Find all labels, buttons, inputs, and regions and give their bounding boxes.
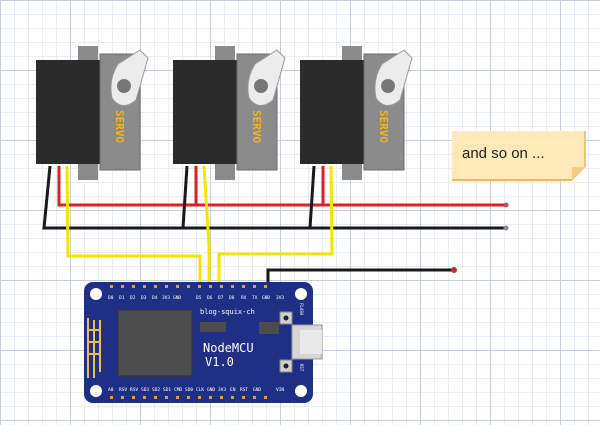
bottom-pin-label: VIN bbox=[276, 387, 284, 393]
ground-wire-end bbox=[451, 267, 457, 273]
top-pin-label: D3 bbox=[141, 295, 147, 301]
rst-button-label: RST bbox=[299, 364, 304, 372]
bottom-pin-label: A0 bbox=[108, 387, 114, 393]
sticky-note: and so on ... bbox=[452, 131, 586, 181]
note-text: and so on ... bbox=[462, 145, 545, 162]
rst-button[interactable]: RST bbox=[279, 359, 304, 373]
usb-port[interactable] bbox=[291, 324, 323, 360]
bottom-pin-label: GND bbox=[253, 387, 261, 393]
red-wire bbox=[57, 166, 506, 207]
nodemcu-board[interactable]: D0 D1 D2 D3 D4 3V3 GND D5 D6 D7 D8 RX TX… bbox=[84, 282, 323, 403]
bottom-pin-label: SD0 bbox=[185, 387, 193, 393]
bottom-pin-label: SD2 bbox=[152, 387, 160, 393]
black-wire bbox=[42, 165, 506, 285]
bottom-pin-header bbox=[110, 396, 267, 399]
bottom-pin-label: SD1 bbox=[163, 387, 171, 393]
black-wire-end bbox=[503, 225, 509, 231]
bottom-pin-label: SD3 bbox=[141, 387, 149, 393]
board-version-label: V1.0 bbox=[205, 355, 234, 369]
top-pin-label: D8 bbox=[229, 295, 235, 301]
red-wire-end bbox=[503, 202, 509, 208]
servo-2[interactable]: SERVO bbox=[173, 46, 286, 180]
bottom-pin-label: RST bbox=[240, 387, 248, 393]
top-pin-label: 3V3 bbox=[162, 295, 170, 301]
board-name-label: NodeMCU bbox=[203, 341, 254, 355]
antenna-trace bbox=[87, 318, 101, 378]
top-pin-label: D2 bbox=[130, 295, 136, 301]
bottom-pin-label: RSV bbox=[130, 387, 138, 393]
top-pin-header bbox=[110, 285, 267, 288]
bottom-pin-label: CLK bbox=[196, 387, 204, 393]
servo-1-label: SERVO bbox=[113, 110, 126, 143]
regulator-chip bbox=[259, 322, 279, 334]
esp-module bbox=[117, 309, 193, 377]
top-pin-label: GND bbox=[173, 295, 181, 301]
top-pin-label: GND bbox=[262, 295, 270, 301]
servo-1[interactable]: SERVO bbox=[36, 46, 149, 180]
top-pin-label: D4 bbox=[152, 295, 158, 301]
servo-3[interactable]: SERVO bbox=[300, 46, 413, 180]
top-pin-label: 3V3 bbox=[276, 295, 284, 301]
top-pin-label: D1 bbox=[119, 295, 125, 301]
bottom-pin-label: EN bbox=[230, 387, 236, 393]
flash-button[interactable]: FLASH bbox=[279, 303, 304, 325]
top-pin-label: D5 bbox=[196, 295, 202, 301]
top-pin-label: D7 bbox=[218, 295, 224, 301]
servo-3-label: SERVO bbox=[377, 110, 390, 143]
bottom-pin-label: 3V3 bbox=[218, 387, 226, 393]
top-pin-label: D0 bbox=[108, 295, 114, 301]
top-pin-label: TX bbox=[252, 295, 258, 301]
top-pin-label: D6 bbox=[207, 295, 213, 301]
yellow-wires bbox=[65, 165, 334, 285]
board-website-label: blog-squix-ch bbox=[200, 308, 255, 316]
bottom-pin-label: CMD bbox=[174, 387, 182, 393]
top-pin-label: RX bbox=[241, 295, 247, 301]
usb-chip bbox=[200, 322, 226, 332]
bottom-pin-label: RSV bbox=[119, 387, 127, 393]
bottom-pin-label: GND bbox=[207, 387, 215, 393]
servo-2-label: SERVO bbox=[250, 110, 263, 143]
flash-button-label: FLASH bbox=[299, 303, 304, 316]
